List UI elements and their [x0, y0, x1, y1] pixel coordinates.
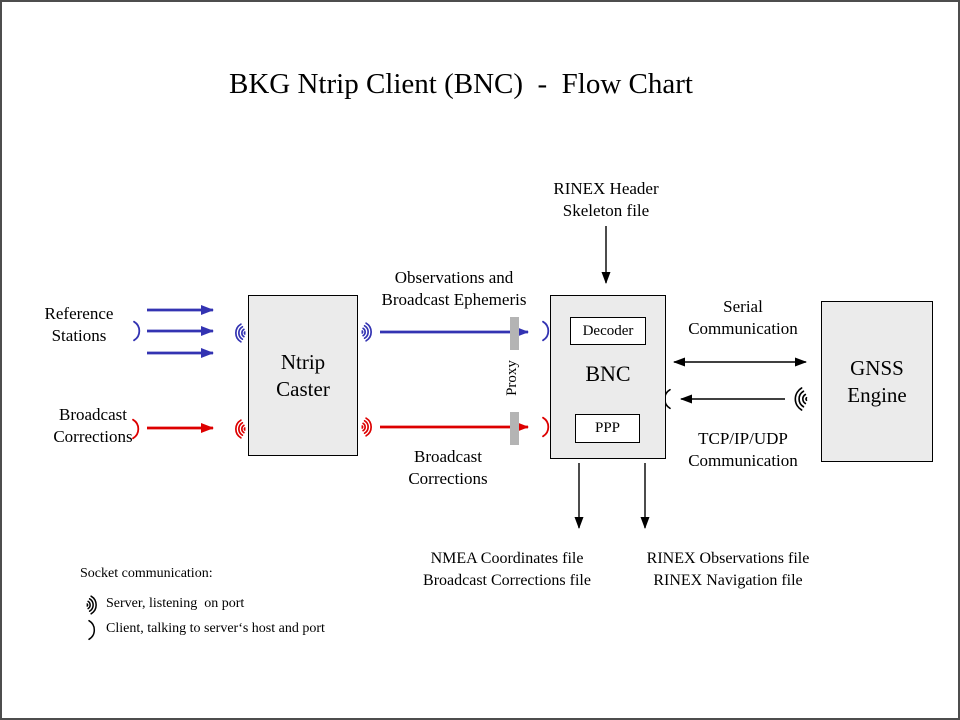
node-bnc: Decoder BNC PPP	[550, 295, 666, 459]
label-corrections-stream: Broadcast Corrections	[368, 446, 528, 490]
node-bnc-label: BNC	[585, 361, 631, 386]
label-rinex-output-line2: RINEX Navigation file	[653, 572, 803, 589]
label-proxy: Proxy	[504, 360, 520, 396]
label-corrections-stream-line1: Broadcast	[414, 447, 482, 466]
label-reference-stations: Reference Stations	[19, 303, 139, 347]
node-gnss-engine-label-line2: Engine	[847, 382, 907, 407]
label-tcp-communication: TCP/IP/UDP Communication	[663, 428, 823, 472]
label-broadcast-corrections-input-line1: Broadcast	[59, 405, 127, 424]
label-tcp-communication-line1: TCP/IP/UDP	[698, 429, 788, 448]
label-observations-stream: Observations and Broadcast Ephemeris	[354, 267, 554, 311]
node-gnss-engine-label-line1: GNSS	[850, 355, 904, 380]
label-serial-communication-line2: Communication	[688, 319, 798, 338]
proxy-bar-top	[510, 317, 519, 350]
node-bnc-decoder-label: Decoder	[582, 322, 634, 339]
node-gnss-engine: GNSS Engine	[821, 301, 933, 462]
node-bnc-ppp-label: PPP	[594, 420, 621, 436]
label-serial-communication: Serial Communication	[663, 296, 823, 340]
socket-server-wave-icon	[235, 323, 246, 343]
node-ntrip-caster-label-line2: Caster	[276, 376, 330, 401]
label-rinex-output: RINEX Observations file RINEX Navigation…	[618, 548, 838, 592]
label-rinex-header-line2: Skeleton file	[562, 201, 650, 220]
label-nmea-output-line2: Broadcast Corrections file	[423, 572, 591, 589]
node-ntrip-caster: Ntrip Caster	[248, 295, 358, 456]
label-rinex-output-line1: RINEX Observations file	[646, 550, 810, 567]
label-reference-stations-line1: Reference	[44, 304, 114, 323]
legend-heading: Socket communication:	[80, 566, 213, 581]
label-nmea-output-line1: NMEA Coordinates file	[430, 550, 584, 567]
label-serial-communication-line1: Serial	[723, 297, 763, 316]
label-rinex-header: RINEX Header Skeleton file	[506, 178, 706, 222]
label-tcp-communication-line2: Communication	[688, 451, 798, 470]
label-corrections-stream-line2: Corrections	[408, 469, 488, 488]
legend-socket-client-arc-icon	[88, 619, 96, 641]
label-observations-stream-line1: Observations and	[394, 268, 514, 287]
socket-server-wave-icon	[361, 322, 372, 342]
socket-server-wave-icon	[361, 417, 372, 437]
legend-server-item: Server, listening on port	[106, 596, 245, 611]
socket-server-wave-icon	[794, 387, 808, 411]
label-rinex-header-line1: RINEX Header	[553, 179, 659, 198]
label-observations-stream-line2: Broadcast Ephemeris	[381, 290, 527, 309]
proxy-bar-bottom	[510, 412, 519, 445]
node-bnc-ppp: PPP	[575, 414, 640, 443]
label-reference-stations-line2: Stations	[51, 326, 107, 345]
node-ntrip-caster-label-line1: Ntrip	[280, 349, 326, 374]
label-nmea-output: NMEA Coordinates file Broadcast Correcti…	[397, 548, 617, 592]
label-broadcast-corrections-input: Broadcast Corrections	[33, 404, 153, 448]
legend-socket-server-wave-icon	[86, 595, 97, 615]
socket-client-arc-icon	[542, 416, 550, 438]
label-broadcast-corrections-input-line2: Corrections	[53, 427, 133, 446]
legend-client-item: Client, talking to server‘s host and por…	[106, 621, 325, 636]
page-title: BKG Ntrip Client (BNC) - Flow Chart	[229, 68, 693, 100]
node-bnc-decoder: Decoder	[570, 317, 646, 345]
socket-server-wave-icon	[235, 419, 246, 439]
socket-client-arc-icon	[542, 320, 550, 342]
